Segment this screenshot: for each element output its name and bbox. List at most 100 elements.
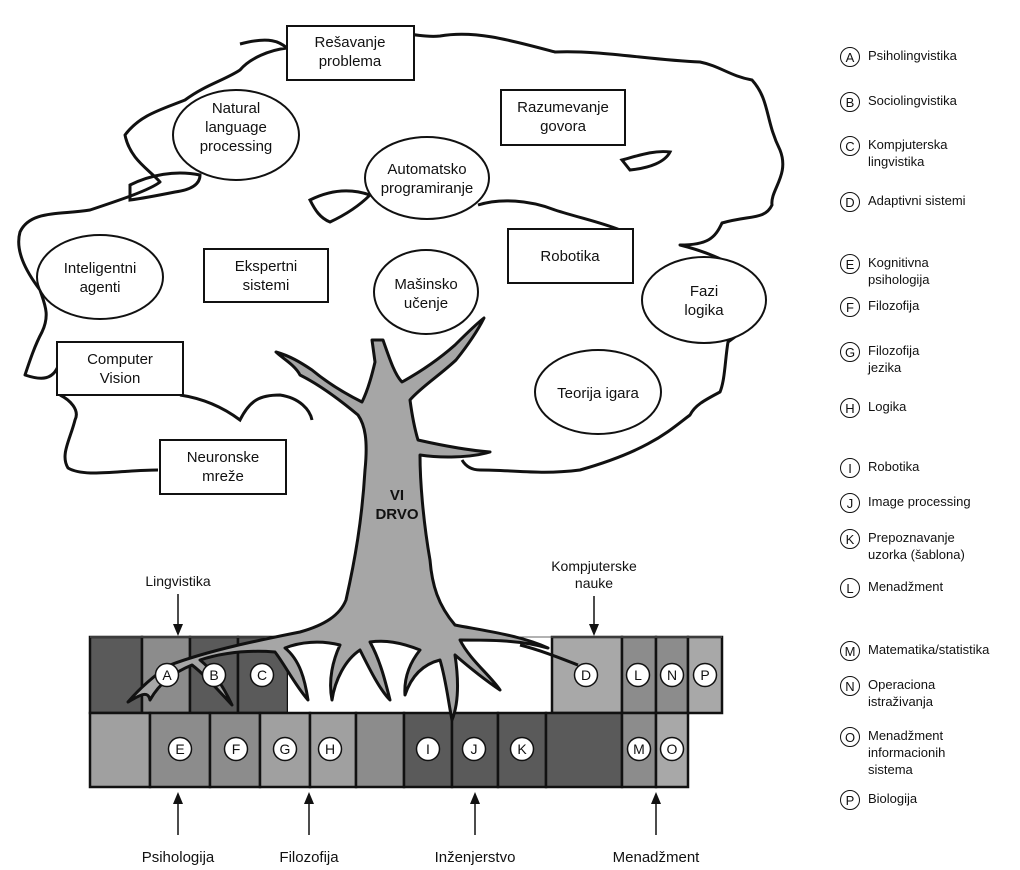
canopy-outline-lower-left [179,393,314,423]
grid-letter-h: H [325,741,335,757]
filozofija-label: Filozofija [279,849,339,866]
grid-letter-d: D [581,667,591,683]
inteligentni-line-1: Inteligentni [64,260,137,277]
natural-line-2: language [205,119,267,136]
legend-letter-c: C [840,136,860,156]
legend-letter-k: K [840,529,860,549]
node-box-ekspertni-sistemi [203,248,329,303]
resavanje-line-2: problema [319,53,382,70]
root-right-tip [519,643,579,667]
legend-text-j: Image processing [868,494,971,509]
grid-letter-l: L [634,667,642,683]
lingvistika-label: Lingvistika [145,573,211,589]
legend-item-d: D Adaptivni sistemi [840,192,966,212]
legend-item-h: H Logika [840,398,906,418]
grid-circle-p [692,662,718,688]
inzenjerstvo-label: Inženjerstvo [435,849,516,866]
tree-trunk [126,316,550,722]
grid-letter-k: K [517,741,527,757]
node-ellipse-natural-language [172,89,300,181]
grid-circle-i [415,736,441,762]
grid-letter-o: O [667,741,678,757]
grid-circle-d [573,662,599,688]
legend-text-d: Adaptivni sistemi [868,193,966,208]
razumevanje-line-2: govora [540,118,587,135]
legend-letter-a: A [840,47,860,67]
grid-letter-g: G [280,741,291,757]
grid-letter-m: M [633,741,645,757]
legend-text-l: Menadžment [868,579,944,594]
legend-item-p: P Biologija [840,790,917,810]
inzenjerstvo-arrowhead [470,792,480,804]
legend-letter-p: P [840,790,860,810]
masinsko-line-2: učenje [404,295,448,312]
legend-letter-b: B [840,92,860,112]
canopy-outline-mid [477,199,621,232]
natural-line-3: processing [200,138,273,155]
node-box-robotika [507,228,634,284]
razumevanje-line-1: Razumevanje [517,99,609,116]
menadzment-label: Menadžment [613,849,701,866]
legend-letter-m: M [840,641,860,661]
legend-text-f: Filozofija [868,298,920,313]
legend-letter-o: O [840,727,860,747]
node-box-resavanje-problema [286,25,415,81]
kompjuterske-line-2: nauke [575,575,613,591]
grid-circle-g [272,736,298,762]
legend-item-i: I Robotika [840,458,919,478]
legend-text-b: Sociolingvistika [868,93,957,108]
grid-circle-k [509,736,535,762]
legend-item-f: F Filozofija [840,297,919,317]
legend-text-h: Logika [868,399,907,414]
computer-vision-line-1: Computer [87,351,153,368]
grid-circle-l [625,662,651,688]
psihologija-arrowhead [173,792,183,804]
legend-letter-i: I [840,458,860,478]
node-ellipse-automatsko-programiranje [364,136,490,220]
grid-circle-n [659,662,685,688]
neuronske-line-2: mreže [202,468,244,485]
grid-letter-e: E [175,741,184,757]
trunk-label-line-1: VI [390,487,404,504]
grid-letter-j: J [471,741,478,757]
grid-letter-b: B [209,667,218,683]
fazi-line-1: Fazi [690,283,718,300]
node-ellipse-fazi-logika [641,256,767,344]
legend-text-a: Psiholingvistika [868,48,957,63]
ekspertni-line-2: sistemi [243,277,290,294]
grid-cell-bottom-6 [354,711,406,789]
grid-circle-m [626,736,652,762]
node-ellipse-teorija-igara [534,349,662,435]
grid-circle-b [201,662,227,688]
grid-circle-j [461,736,487,762]
canopy-outline [17,28,785,475]
psihologija-label: Psihologija [142,849,215,866]
grid-letter-circles: A B C D L N P E F G H I J K M O [154,662,718,762]
node-box-neuronske-mreze [159,439,287,495]
legend-letter-l: L [840,578,860,598]
natural-line-1: Natural [212,100,260,117]
grid-cell-bottom-f [208,711,262,789]
ekspertni-line-1: Ekspertni [235,258,298,275]
grid-circle-o [659,736,685,762]
legend-item-b: B Sociolingvistika [840,92,957,112]
canopy-outline-inner [128,171,202,202]
canopy-outline-right [619,150,673,172]
neuronske-line-1: Neuronske [187,449,260,466]
resavanje-line-1: Rešavanje [315,34,386,51]
teorija-label: Teorija igara [557,385,639,402]
legend-item-m: M Matematika/statistika [840,641,989,661]
robotika-label: Robotika [540,248,600,265]
fazi-line-2: logika [684,302,724,319]
computer-vision-line-2: Vision [100,370,141,387]
grid-circle-a [154,662,180,688]
legend-text-p: Biologija [868,791,918,806]
grid-letter-f: F [232,741,241,757]
